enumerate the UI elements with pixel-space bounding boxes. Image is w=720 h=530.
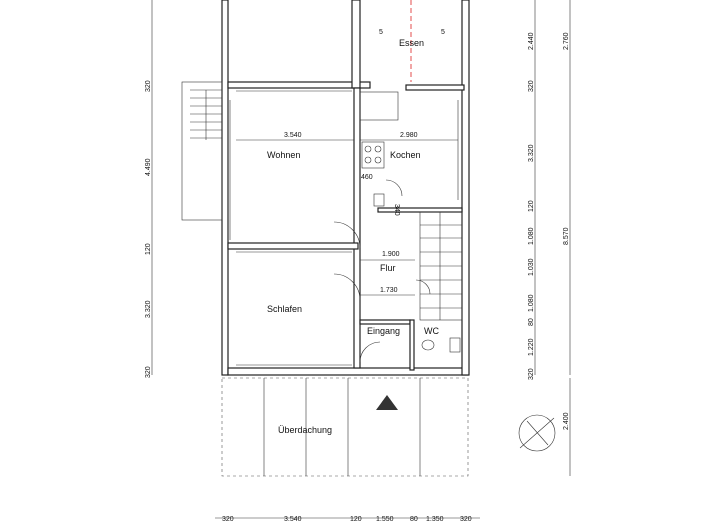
dim-kochen-width: 2.980 bbox=[400, 132, 418, 139]
room-label-kochen: Kochen bbox=[390, 150, 421, 160]
room-label-wc: WC bbox=[424, 326, 439, 336]
window-marks bbox=[229, 90, 459, 366]
wc-fixtures bbox=[421, 337, 461, 353]
dim-right-outer: 2.400 bbox=[563, 412, 570, 430]
room-label-eingang: Eingang bbox=[367, 326, 400, 336]
dim-bottom: 1.550 bbox=[376, 516, 394, 523]
dim-bottom: 320 bbox=[460, 516, 472, 523]
dim-bottom: 120 bbox=[350, 516, 362, 523]
dim-wohnen-width: 3.540 bbox=[284, 132, 302, 139]
dim-kitchen-340: 340 bbox=[393, 204, 400, 216]
dim-right-inner: 1.220 bbox=[528, 338, 535, 356]
room-label-wohnen: Wohnen bbox=[267, 150, 300, 160]
dim-left: 4.490 bbox=[145, 158, 152, 176]
dim-bottom: 3.540 bbox=[284, 516, 302, 523]
dim-flur-1730: 1.730 bbox=[380, 287, 398, 294]
dim-left: 320 bbox=[145, 366, 152, 378]
dim-right-inner: 2.440 bbox=[528, 32, 535, 50]
dim-bottom: 80 bbox=[410, 516, 418, 523]
covered-entrance bbox=[221, 377, 469, 477]
dim-right-outer: 8.570 bbox=[563, 227, 570, 245]
room-label-ueberdachung: Überdachung bbox=[278, 425, 332, 435]
dim-left: 120 bbox=[145, 243, 152, 255]
room-label-flur: Flur bbox=[380, 263, 396, 273]
exterior-stair bbox=[181, 81, 223, 221]
dim-right-inner: 320 bbox=[528, 368, 535, 380]
walls bbox=[221, 0, 470, 376]
dim-kitchen-460: 460 bbox=[361, 174, 373, 181]
interior-stair bbox=[419, 211, 463, 321]
dim-bottom: 1.350 bbox=[426, 516, 444, 523]
dim-right-inner: 120 bbox=[528, 200, 535, 212]
dim-left: 320 bbox=[145, 80, 152, 92]
kitchen-fixtures bbox=[359, 91, 399, 207]
entrance-arrow-icon bbox=[376, 395, 398, 410]
dim-right-inner: 1.080 bbox=[528, 227, 535, 245]
dim-right-inner: 3.320 bbox=[528, 144, 535, 162]
dim-right-inner: 320 bbox=[528, 80, 535, 92]
dim-right-inner: 80 bbox=[528, 318, 535, 326]
dim-right-inner: 1.030 bbox=[528, 258, 535, 276]
dim-flur-1900: 1.900 bbox=[382, 251, 400, 258]
room-label-essen: Essen bbox=[399, 38, 424, 48]
stair-marker: 5 bbox=[379, 29, 383, 36]
door-swings bbox=[333, 179, 431, 363]
dim-right-outer: 2.760 bbox=[563, 32, 570, 50]
dim-bottom: 320 bbox=[222, 516, 234, 523]
dim-right-inner: 1.080 bbox=[528, 294, 535, 312]
north-compass-icon bbox=[518, 414, 556, 452]
stair-marker: 5 bbox=[441, 29, 445, 36]
dimension-lines bbox=[151, 0, 571, 519]
room-label-schlafen: Schlafen bbox=[267, 304, 302, 314]
dim-left: 3.320 bbox=[145, 300, 152, 318]
